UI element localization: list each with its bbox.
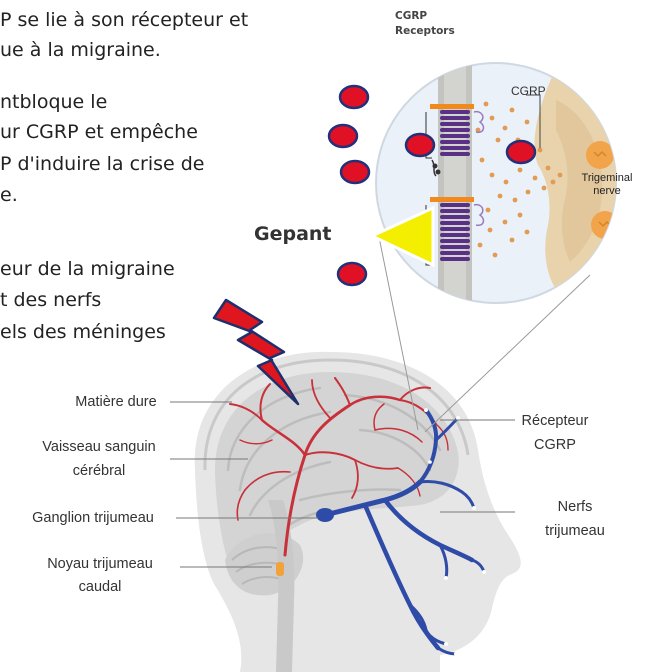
paragraph-1-line-2: ue à la migraine. [0, 35, 161, 66]
inset-header-line-2: Receptors [395, 24, 455, 39]
label-nerves-line-2: trijumeau [520, 520, 630, 542]
cgrp-molecule [338, 263, 366, 285]
paragraph-2-line-4: e. [0, 180, 18, 211]
cgrp-molecule [329, 125, 357, 147]
cgrp-molecule [341, 161, 369, 183]
inset-header-line-1: CGRP [395, 9, 427, 24]
paragraph-3-line-2: t des nerfs [0, 285, 101, 316]
cgrp-molecule [340, 86, 368, 108]
label-trigeminal-ganglion: Ganglion trijumeau [12, 507, 174, 529]
gepant-label: Gepant [254, 223, 332, 245]
label-nucleus-line-2: caudal [22, 576, 178, 598]
paragraph-1-line-1: P se lie à son récepteur et [0, 5, 248, 36]
paragraph-3-line-1: eur de la migraine [0, 254, 175, 285]
inset-nerve-label-line-1: Trigeminal [572, 172, 642, 185]
paragraph-2-line-1: ntbloque le [0, 87, 107, 118]
label-nucleus-line-1: Noyau trijumeau [22, 553, 178, 575]
cgrp-molecule [507, 141, 535, 163]
inset-cgrp-label: CGRP [511, 84, 546, 98]
paragraph-2-line-2: ur CGRP et empêche [0, 117, 198, 148]
inset-nerve-label-line-2: nerve [572, 185, 642, 198]
paragraph-2-line-3: P d'induire la crise de [0, 149, 204, 180]
label-receptor-line-2: CGRP [500, 434, 610, 456]
label-vessel-line-1: Vaisseau sanguin [28, 436, 170, 458]
label-nerves-line-1: Nerfs [520, 496, 630, 518]
label-vessel-line-2: cérébral [28, 460, 170, 482]
label-receptor-line-1: Récepteur [500, 410, 610, 432]
trigeminal-nucleus [276, 562, 284, 576]
label-dura-mater: Matière dure [60, 391, 172, 413]
cgrp-molecule [406, 134, 434, 156]
paragraph-3-line-3: els des méninges [0, 317, 166, 348]
